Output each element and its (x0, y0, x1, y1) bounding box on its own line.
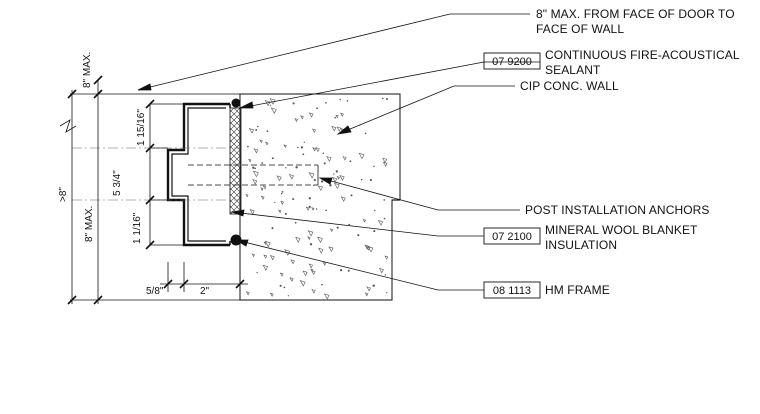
tag-box-frame (483, 281, 541, 299)
note-anchors: POST INSTALLATION ANCHORS (525, 203, 710, 217)
note-insulation-line2: INSULATION (545, 238, 617, 252)
dim-one-1-16: 1 1/16" (132, 212, 143, 244)
note-max-from-face-line1: 8" MAX. FROM FACE OF DOOR TO (536, 7, 735, 21)
note-frame: HM FRAME (545, 283, 610, 297)
note-sealant-line1: CONTINUOUS FIRE-ACOUSTICAL (545, 48, 740, 62)
dimension-lines (59, 80, 400, 304)
note-insulation-line1: MINERAL WOOL BLANKET (545, 223, 698, 237)
tag-sealant: 07 9200 (492, 56, 532, 68)
concrete-aggregate (245, 97, 389, 300)
dim-eight-max-side: 8" MAX. (84, 206, 95, 242)
dim-gt-8: >8" (58, 187, 69, 202)
post-installation-anchor (188, 164, 319, 186)
spec-tags (483, 52, 541, 299)
tag-frame: 08 1113 (493, 285, 531, 297)
dim-two-inch: 2" (200, 286, 210, 297)
centerlines (72, 147, 240, 201)
tag-box-sealant (483, 52, 541, 70)
hm-frame (166, 98, 242, 247)
note-max-from-face-line2: FACE OF WALL (536, 22, 624, 36)
dim-five-eighths: 5/8" (146, 286, 164, 297)
dimension-ticks (67, 75, 245, 305)
dim-eight-max-top: 8" MAX. (82, 52, 93, 88)
tag-insulation: 07 2100 (492, 231, 532, 243)
dim-five-3-4: 5 3/4" (112, 170, 123, 196)
concrete-wall (239, 93, 401, 301)
note-sealant-line2: SEALANT (545, 63, 601, 77)
tag-box-insulation (483, 227, 541, 245)
leader-lines (137, 13, 540, 291)
note-wall: CIP CONC. WALL (520, 79, 619, 93)
dim-one-15-16: 1 15/16" (136, 109, 147, 146)
mineral-wool-insulation (229, 107, 242, 215)
